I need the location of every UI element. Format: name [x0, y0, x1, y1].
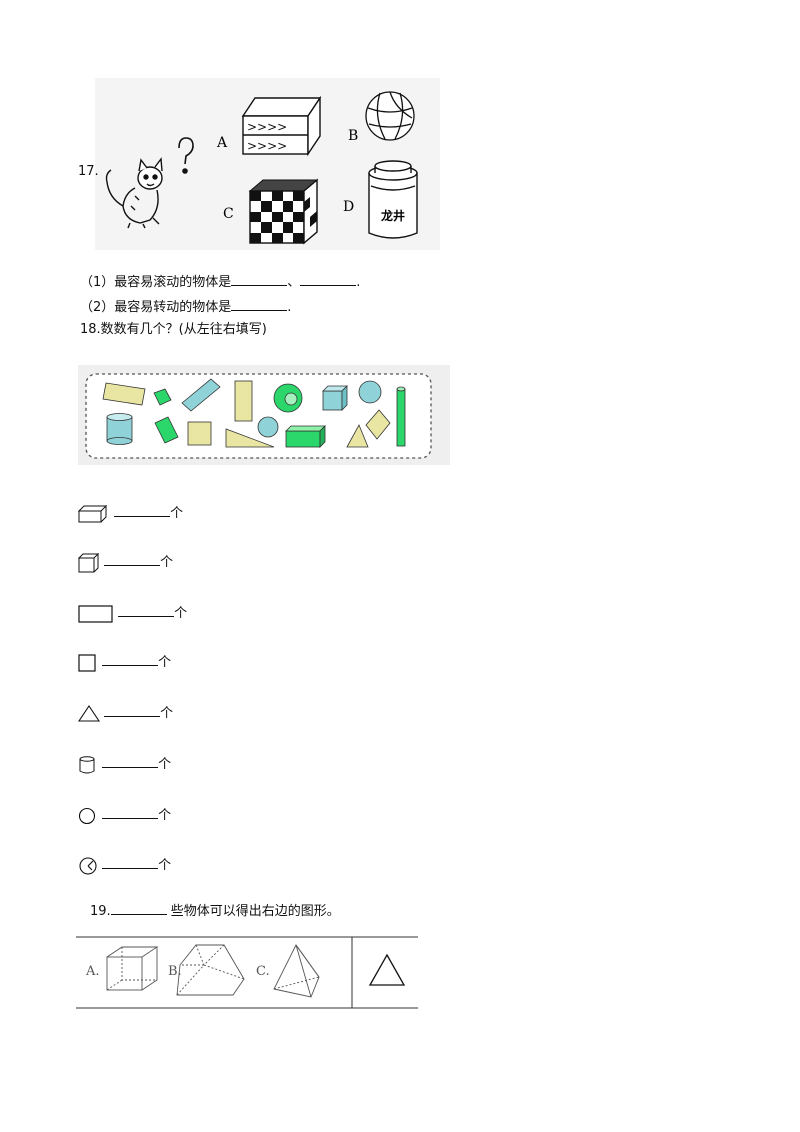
q19-option-a-label: A. — [85, 964, 100, 979]
target-triangle-icon — [368, 953, 406, 986]
unit-label: 个 — [158, 858, 172, 873]
q18-row-square: 个 — [78, 652, 171, 672]
cube-wireframe-icon — [106, 946, 159, 991]
unit-label: 个 — [170, 506, 184, 521]
answer-blank[interactable] — [110, 901, 167, 915]
option-d-label: D — [343, 199, 354, 215]
q17-line2: （2）最容易转动的物体是. — [80, 297, 291, 316]
option-b-label: B — [348, 128, 358, 144]
cylinder-icon — [79, 755, 95, 773]
cat-icon — [105, 157, 163, 229]
answer-blank[interactable] — [102, 805, 159, 819]
svg-text:>>>>: >>>> — [247, 120, 287, 134]
prism-wireframe-icon — [273, 944, 320, 998]
svg-text:>>>>: >>>> — [247, 139, 287, 153]
q17-number: 17. — [78, 164, 99, 179]
q19-figure: A. B. C. — [76, 936, 418, 1009]
q18-row-cylinder: 个 — [78, 754, 171, 774]
unit-label: 个 — [158, 655, 172, 670]
q19-option-c-label: C. — [256, 964, 270, 979]
q18-title: 18.数数有几个？(从左往右填写) — [80, 322, 267, 337]
q19-option-b-label: B. — [168, 964, 182, 979]
q18-row-rectangle: 个 — [78, 603, 187, 623]
answer-blank[interactable] — [104, 703, 161, 717]
q17-line1-prefix: （1）最容易滚动的物体是 — [80, 275, 232, 290]
answer-blank[interactable] — [231, 272, 288, 286]
q18-row-sphere: 个 — [78, 855, 171, 876]
q19-line: 19. 些物体可以得出右边的图形。 — [90, 901, 340, 920]
q18-shape-panel — [78, 365, 450, 465]
q19-text: 些物体可以得出右边的图形。 — [170, 904, 340, 919]
answer-blank[interactable] — [102, 754, 159, 768]
jar-icon — [368, 160, 418, 239]
unit-label: 个 — [160, 706, 174, 721]
q18-row-cuboid: 个 — [77, 503, 184, 523]
frustum-wireframe-icon — [176, 944, 245, 996]
q17-line2-prefix: （2）最容易转动的物体是 — [80, 300, 232, 315]
answer-blank[interactable] — [102, 652, 159, 666]
unit-label: 个 — [158, 808, 172, 823]
sphere-icon — [79, 856, 97, 875]
square-icon — [78, 653, 96, 672]
answer-blank[interactable] — [114, 503, 171, 517]
q17-illustration: A >>>> >>>> B C D 龙井 — [105, 91, 418, 245]
option-c-label: C — [223, 206, 234, 222]
rectangle-icon — [78, 604, 113, 623]
jar-label: 龙井 — [381, 208, 405, 223]
checkered-cube-icon — [248, 178, 319, 245]
q17-line1: （1）最容易滚动的物体是 、. — [80, 272, 360, 291]
unit-label: 个 — [160, 555, 174, 570]
circle-icon — [78, 807, 96, 824]
arrow-box-icon: >>>> >>>> — [241, 95, 322, 157]
answer-blank[interactable] — [104, 552, 161, 566]
answer-blank[interactable] — [102, 855, 159, 869]
answer-blank[interactable] — [300, 272, 357, 286]
ball-icon — [365, 91, 415, 141]
period: . — [356, 275, 361, 290]
q19-number: 19. — [90, 904, 111, 919]
question-mark-icon — [178, 137, 194, 174]
unit-label: 个 — [174, 606, 188, 621]
q18-row-cube: 个 — [77, 552, 174, 573]
q18-row-circle: 个 — [78, 805, 171, 825]
separator: 、 — [287, 275, 301, 290]
period: . — [287, 300, 292, 315]
cuboid-icon — [77, 504, 108, 522]
q18-row-triangle: 个 — [77, 703, 174, 722]
answer-blank[interactable] — [118, 603, 175, 617]
option-a-label: A — [216, 135, 228, 151]
unit-label: 个 — [158, 757, 172, 772]
cube-icon — [77, 552, 100, 572]
triangle-icon — [77, 705, 101, 722]
answer-blank[interactable] — [231, 297, 288, 311]
